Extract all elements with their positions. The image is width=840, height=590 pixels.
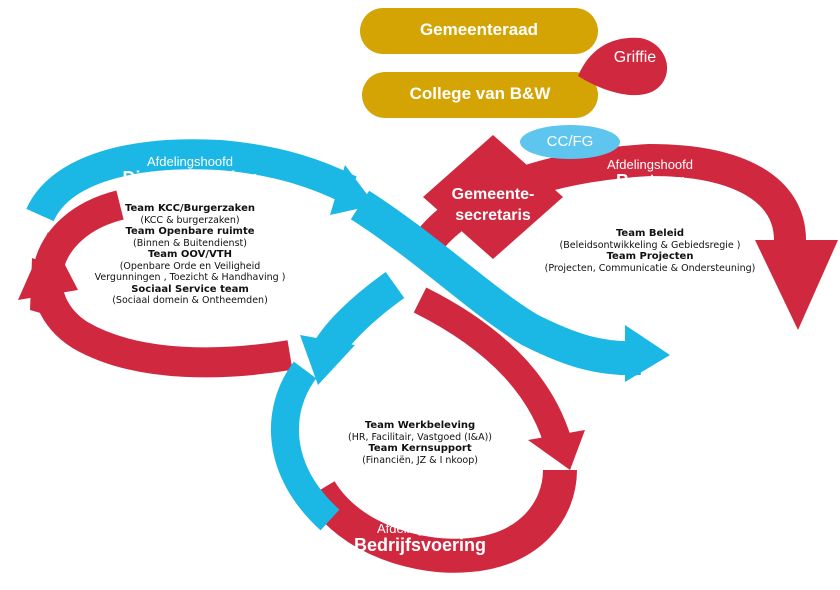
dienstverlening-header: Afdelingshoofd Dienstverlening [90,155,290,188]
team-desc: (Openbare Orde en Veiligheid [119,260,261,272]
dienstverlening-role: Afdelingshoofd [146,154,233,169]
cyan-arc-bottom-left [270,361,340,531]
team-title: Team Werkbeleving [364,420,476,431]
college-van-bw: College van B&W [409,84,551,103]
bestuur-name: Bestuur [615,171,684,191]
bedrijfsvoering-teams: Team Werkbeleving (HR, Facilitair, Vastg… [330,420,510,466]
griffie: Griffie [613,49,657,66]
team-title: Team OOV/VTH [148,249,232,260]
arrow-right-bottom [625,325,670,382]
arrow-down-center [300,335,355,385]
team-desc: (Binnen & Buitendienst) [133,237,247,249]
team-title: Team Openbare ruimte [125,226,255,237]
team-title: Team Kernsupport [368,443,472,454]
bedrijfsvoering-role: Afdelingshoofd [376,521,463,536]
team-title: Sociaal Service team [131,283,249,295]
cyan-arc-top-left [26,139,357,222]
gemeenteraad: Gemeenteraad [419,20,539,39]
bestuur-role: Afdelingshoofd [606,157,693,172]
arrow-down-right [755,240,838,330]
team-title: Team KCC/Burgerzaken [125,203,255,214]
college-shape [362,72,598,118]
bedrijfsvoering-header: Afdelingshoofd Bedrijfsvoering [340,522,500,555]
ccfg-shape [520,125,620,159]
team-desc: (Projecten, Communicatie & Ondersteuning… [544,262,756,274]
bestuur-teams: Team Beleid (Beleidsontwikkeling & Gebie… [530,228,770,274]
arrow-down-bottom [528,430,585,470]
dienstverlening-name: Dienstverlening [122,168,258,188]
bedrijfsvoering-name: Bedrijfsvoering [353,535,487,555]
gemeentesecretaris: Gemeente- secretaris [433,184,553,226]
secretaris-line2: secretaris [455,207,531,224]
secretaris-diamond [423,135,563,259]
secretaris-line1: Gemeente- [451,186,535,203]
bestuur-header: Afdelingshoofd Bestuur [580,158,720,191]
team-desc: (Financiën, JZ & I nkoop) [362,454,478,466]
team-title: Team Beleid [615,228,685,239]
red-arc-left-loop [32,190,293,378]
red-arc-bottom-loop-right [413,287,574,454]
team-desc: (Beleidsontwikkeling & Gebiedsregie ) [559,239,741,251]
team-desc: (KCC & burgerzaken) [140,214,240,226]
team-desc: (HR, Facilitair, Vastgoed (I&A)) [348,431,492,443]
team-desc: (Sociaal domein & Ontheemden) [112,295,268,306]
cyan-band-diagonal [350,190,641,376]
gemeenteraad-shape [360,8,598,54]
arrow-up-left-head [18,232,78,300]
dienstverlening-teams: Team KCC/Burgerzaken (KCC & burgerzaken)… [90,203,290,307]
griffie-shape [578,37,668,96]
team-desc: Vergunningen , Toezicht & Handhaving ) [94,272,286,283]
red-arc-bottom-loop [305,469,577,573]
cc-fg: CC/FG [546,133,594,150]
team-title: Team Projecten [606,251,694,262]
